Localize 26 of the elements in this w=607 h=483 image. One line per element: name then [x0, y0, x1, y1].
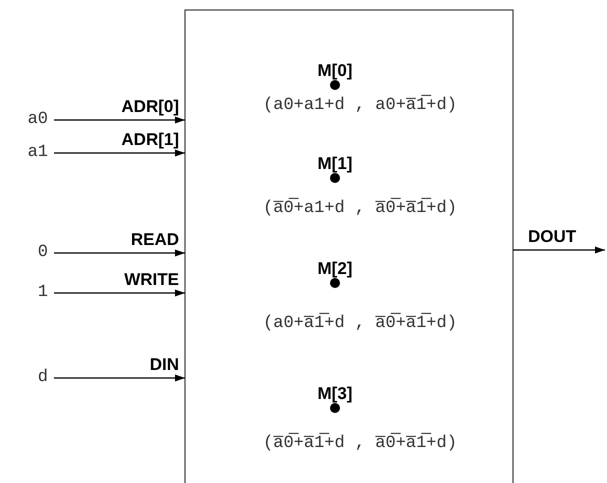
arrow: [54, 290, 185, 296]
logic-expression: (a0+a1+d , a0+a̅1̅+d): [263, 95, 457, 117]
input-value: a0: [8, 110, 48, 130]
logic-expression: (a̅0̅+a1+d , a̅0̅+a̅1̅+d): [263, 198, 457, 220]
memory-cell-name: M[1]: [318, 153, 352, 175]
arrow: [54, 150, 185, 156]
arrow: [513, 246, 605, 254]
memory-block: [184, 9, 514, 483]
input-value: a1: [8, 143, 48, 163]
signal-name: ADR[0]: [121, 97, 179, 117]
signal-name: DIN: [150, 355, 179, 375]
input-value: 0: [8, 243, 48, 263]
logic-expression: (a̅0̅+a̅1̅+d , a̅0̅+a̅1̅+d): [263, 433, 457, 455]
memory-cell-name: M[3]: [318, 383, 352, 405]
signal-name: DOUT: [528, 227, 576, 247]
arrow: [54, 250, 185, 256]
memory-cell-name: M[2]: [318, 258, 352, 280]
logic-expression: (a0+a̅1̅+d , a̅0̅+a̅1̅+d): [263, 313, 457, 335]
arrow: [54, 116, 185, 124]
arrow: [54, 374, 185, 382]
signal-name: READ: [130, 230, 179, 250]
signal-name: ADR[1]: [121, 130, 179, 150]
signal-name: WRITE: [124, 270, 179, 290]
input-value: 1: [8, 283, 48, 303]
input-value: d: [8, 368, 48, 388]
memory-cell-name: M[0]: [318, 60, 352, 82]
